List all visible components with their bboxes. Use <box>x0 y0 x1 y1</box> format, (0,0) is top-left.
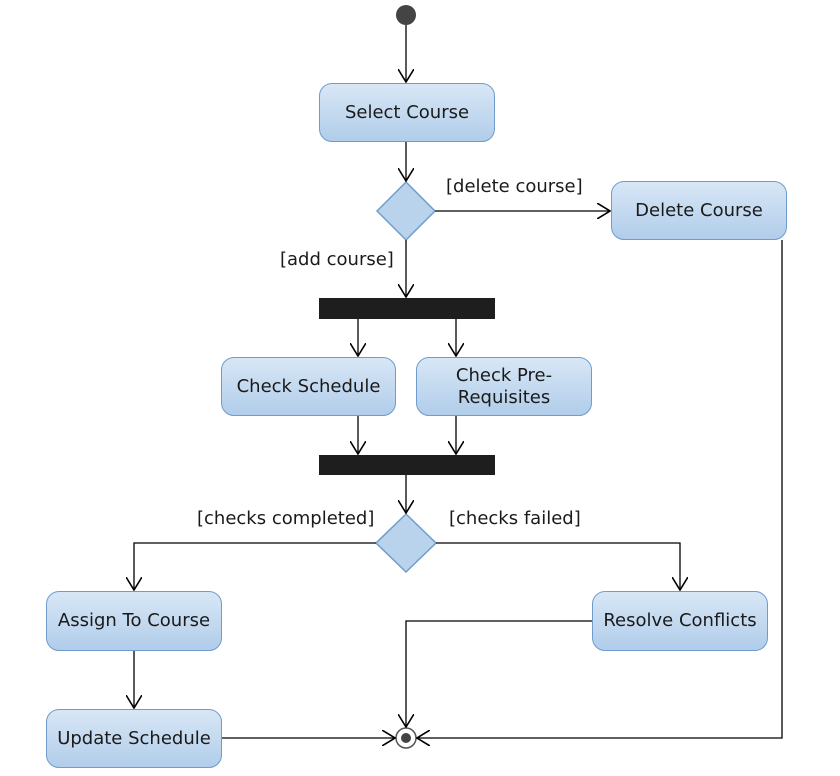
activity-select-course: Select Course <box>319 83 495 142</box>
activity-check-schedule: Check Schedule <box>221 357 396 416</box>
activity-delete-course: Delete Course <box>611 181 787 240</box>
activity-check-prerequisites: Check Pre-Requisites <box>416 357 592 416</box>
edge-decision-to-assign <box>134 542 376 590</box>
edge-decision-to-resolve <box>436 542 680 590</box>
guard-add-course: [add course] <box>280 249 394 270</box>
guard-checks-failed: [checks failed] <box>449 508 581 529</box>
decision-node-checks <box>374 512 438 574</box>
activity-label: Check Schedule <box>236 375 381 397</box>
decision-node-course-action <box>375 180 437 242</box>
activity-label: Select Course <box>344 101 470 123</box>
activity-label: Delete Course <box>635 199 763 221</box>
activity-label: Assign To Course <box>57 610 211 631</box>
edge-resolve-to-final <box>406 620 592 727</box>
edge-delete-to-final <box>417 240 783 738</box>
activity-label: Check Pre-Requisites <box>455 364 553 408</box>
fork-bar <box>319 298 495 319</box>
final-node-inner <box>401 733 411 743</box>
activity-resolve-conflicts: Resolve Conflicts <box>592 591 768 651</box>
activity-assign-to-course: Assign To Course <box>46 591 222 651</box>
activity-label: Resolve Conflicts <box>603 610 757 631</box>
activity-update-schedule: Update Schedule <box>46 709 222 768</box>
guard-checks-completed: [checks completed] <box>197 508 375 529</box>
activity-label: Update Schedule <box>57 727 211 749</box>
initial-node <box>396 5 416 25</box>
join-bar <box>319 455 495 475</box>
guard-delete-course: [delete course] <box>446 176 583 197</box>
